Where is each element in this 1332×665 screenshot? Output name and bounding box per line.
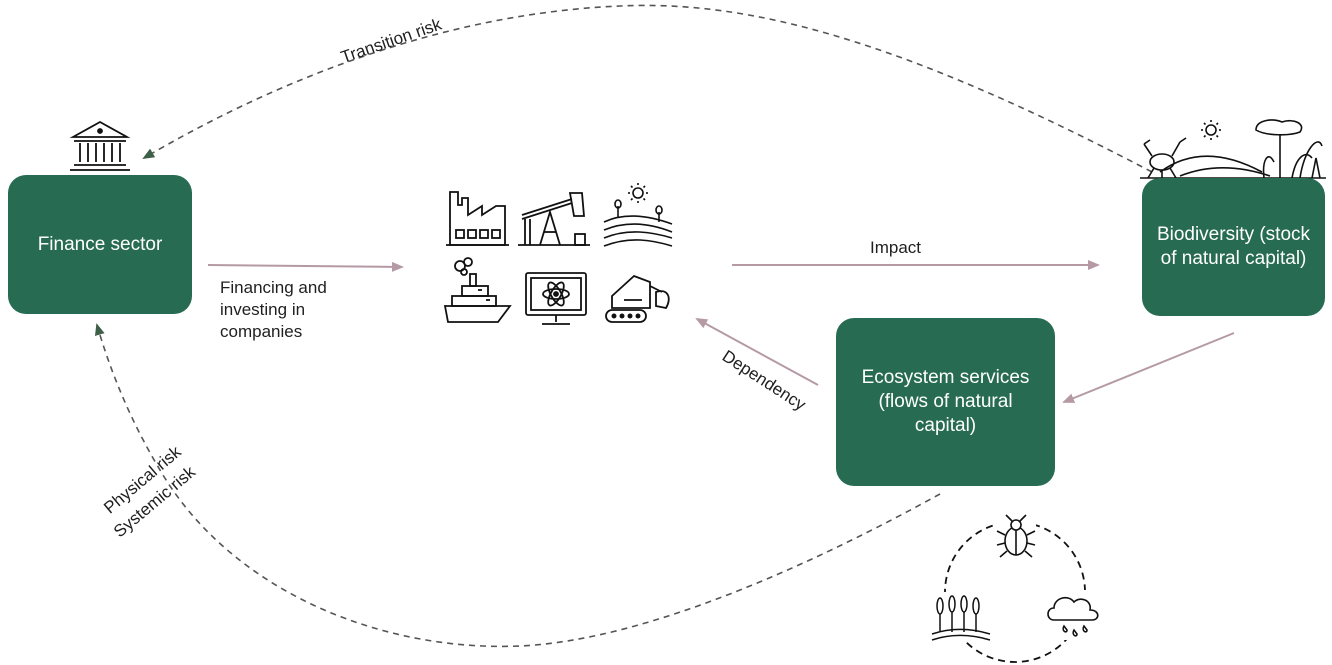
transition-risk-label: Transition risk bbox=[338, 15, 444, 67]
finance-sector-node: Finance sector bbox=[8, 175, 192, 314]
beetle-icon bbox=[996, 514, 1036, 558]
wheat-icon bbox=[930, 592, 992, 642]
ecosystem-services-node: Ecosystem services (flows of natural cap… bbox=[836, 318, 1055, 486]
ship-icon bbox=[443, 257, 512, 323]
nature-landscape-icon bbox=[1140, 119, 1326, 180]
technology-icon bbox=[525, 272, 587, 325]
financing-label: Financing and investing in companies bbox=[220, 278, 327, 341]
dependency-arrow bbox=[695, 318, 819, 386]
farmland-icon bbox=[603, 183, 673, 247]
bank-building-icon bbox=[69, 120, 131, 171]
physical-systemic-risk-arrow bbox=[94, 323, 941, 648]
oil-pump-icon bbox=[518, 192, 590, 246]
biodiversity-label: Biodiversity (stock of natural capital) bbox=[1156, 224, 1311, 269]
financing-arrow bbox=[207, 261, 404, 272]
excavator-icon bbox=[605, 274, 670, 323]
finance-sector-label: Finance sector bbox=[37, 233, 163, 255]
transition-risk-arrow bbox=[142, 4, 1153, 173]
impact-label: Impact bbox=[870, 238, 922, 257]
biodiversity-node: Biodiversity (stock of natural capital) bbox=[1142, 178, 1325, 316]
biodiversity-to-ecosystem-arrow bbox=[1062, 332, 1235, 403]
rain-cloud-icon bbox=[1044, 590, 1104, 640]
factory-icon bbox=[446, 191, 509, 246]
ecosystem-services-label: Ecosystem services (flows of natural cap… bbox=[861, 367, 1030, 436]
